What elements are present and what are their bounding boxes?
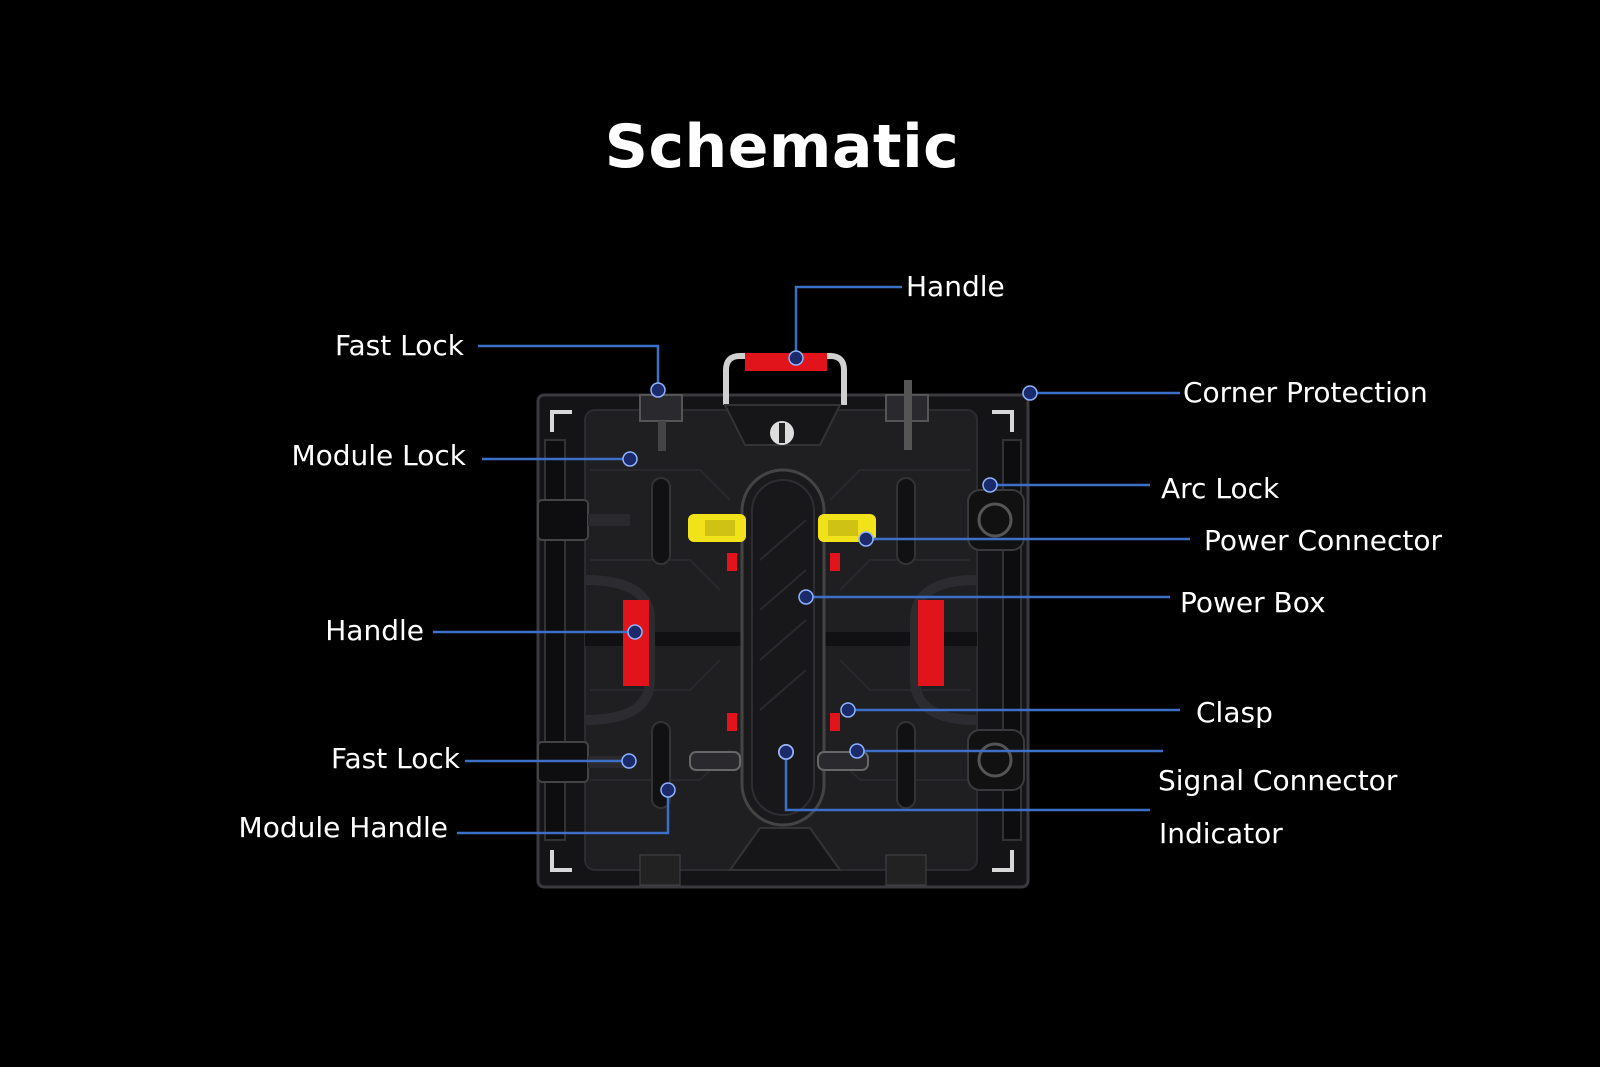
right-handle-frame <box>910 575 978 725</box>
label-fast-lock-bottom: Fast Lock <box>330 742 460 775</box>
label-fast-lock-top: Fast Lock <box>334 329 464 362</box>
marker-handle-top <box>788 350 804 366</box>
corner-bottom-left <box>550 850 572 872</box>
label-signal-connector: Signal Connector <box>1158 764 1398 797</box>
led-cabinet-body <box>536 353 1030 889</box>
marker-arc-lock <box>982 477 998 493</box>
leader-module-handle <box>457 790 670 835</box>
label-indicator: Indicator <box>1159 817 1283 850</box>
marker-fast-lock-bottom <box>621 753 637 769</box>
leader-lines <box>433 285 1190 835</box>
marker-indicator <box>778 744 794 760</box>
marker-corner-protection <box>1022 385 1038 401</box>
left-handle-frame <box>584 575 655 725</box>
label-module-handle: Module Handle <box>238 811 448 844</box>
marker-clasp <box>840 702 856 718</box>
marker-module-lock <box>622 451 638 467</box>
corner-top-right <box>992 410 1014 432</box>
marker-power-connector <box>858 531 874 547</box>
leader-fast-lock-top <box>478 344 660 390</box>
label-module-lock: Module Lock <box>291 439 466 472</box>
label-clasp: Clasp <box>1196 696 1273 729</box>
diagram-title: Schematic <box>604 112 960 182</box>
marker-power-box <box>798 589 814 605</box>
label-handle-left: Handle <box>325 614 424 647</box>
marker-signal-connector <box>849 743 865 759</box>
marker-fast-lock-top <box>650 382 666 398</box>
label-handle-top: Handle <box>906 270 1005 303</box>
marker-module-handle <box>660 782 676 798</box>
label-arc-lock: Arc Lock <box>1161 472 1280 505</box>
label-power-box: Power Box <box>1180 586 1326 619</box>
marker-handle-left <box>627 624 643 640</box>
leader-indicator <box>784 752 1150 812</box>
leader-handle-top <box>794 285 902 358</box>
corner-top-left <box>550 410 572 432</box>
label-power-connector: Power Connector <box>1204 524 1442 557</box>
callout-markers <box>621 350 1038 798</box>
label-corner-protection: Corner Protection <box>1183 376 1428 409</box>
corner-bottom-right <box>992 850 1014 872</box>
